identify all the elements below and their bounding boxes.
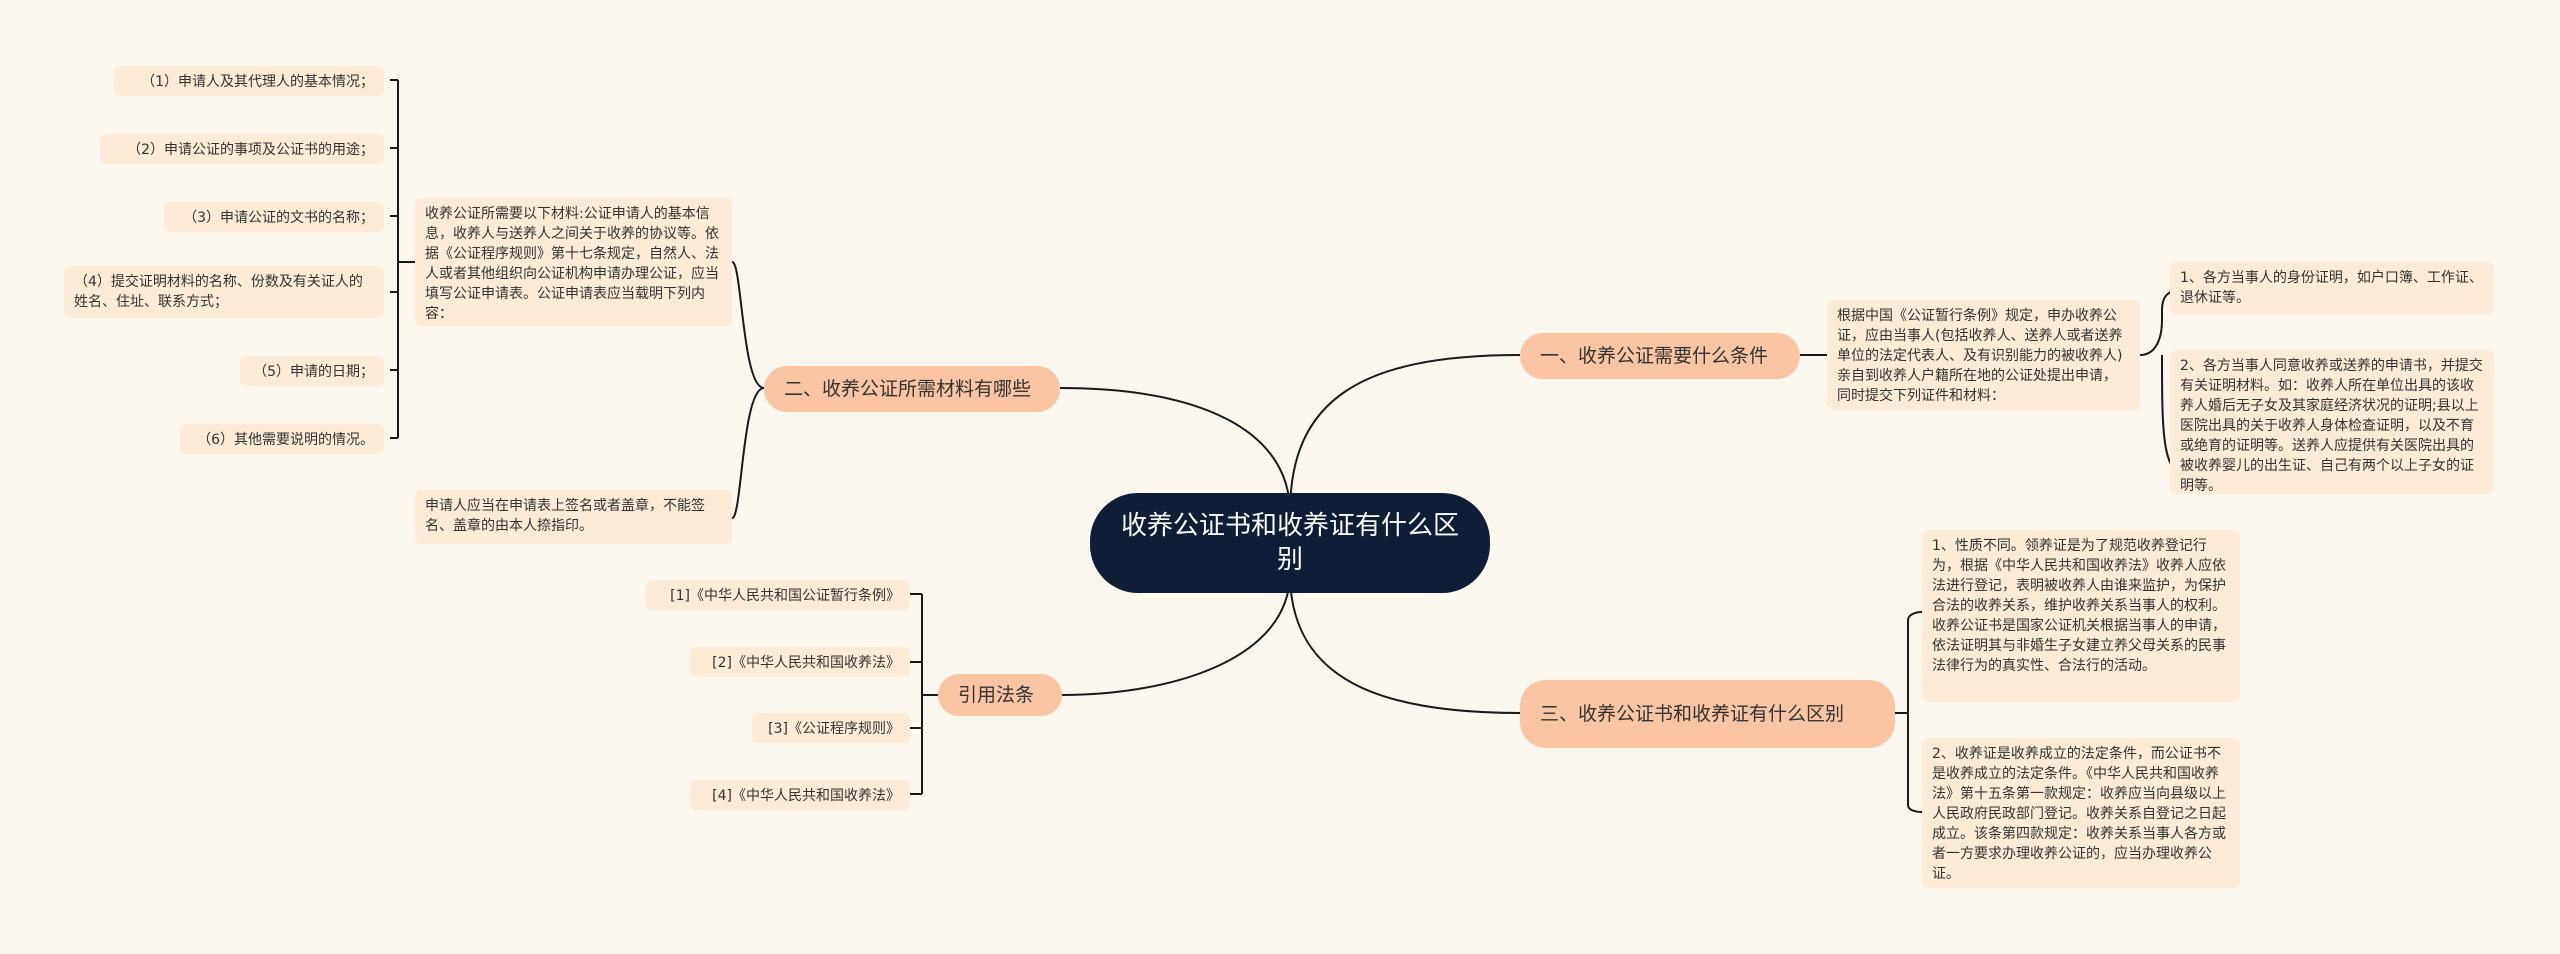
citation-1[interactable]: [1]《中华人民共和国公证暂行条例》: [646, 580, 910, 610]
root-title: 收养公证书和收养证有什么区别: [1120, 511, 1459, 575]
branch-materials-item-6[interactable]: （6）其他需要说明的情况。: [180, 424, 384, 454]
branch-materials-item-3[interactable]: （3）申请公证的文书的名称；: [164, 202, 384, 232]
link-root-branch2: [1059, 387, 1291, 514]
branch-differences-item-2[interactable]: 2、收养证是收养成立的法定条件，而公证书不是收养成立的法定条件。《中华人民共和国…: [1922, 738, 2240, 888]
branch-conditions-label: 一、收养公证需要什么条件: [1540, 345, 1769, 367]
branch-citations[interactable]: 引用法条: [938, 674, 1062, 716]
citation-2[interactable]: [2]《中华人民共和国收养法》: [690, 647, 910, 677]
branch-materials-item-2[interactable]: （2）申请公证的事项及公证书的用途；: [100, 134, 384, 164]
branch-materials-intro[interactable]: 收养公证所需要以下材料:公证申请人的基本信息，收养人与送养人之间关于收养的协议等…: [415, 198, 732, 326]
branch-differences-label: 三、收养公证书和收养证有什么区别: [1540, 703, 1845, 725]
branch-materials-item-5[interactable]: （5）申请的日期；: [240, 356, 384, 386]
link-branch4-items: [910, 593, 938, 795]
branch-materials-note[interactable]: 申请人应当在申请表上签名或者盖章，不能签名、盖章的由本人捺指印。: [415, 490, 732, 544]
root-topic[interactable]: 收养公证书和收养证有什么区别: [1090, 493, 1490, 593]
link-intro2-items: [390, 79, 415, 439]
link-root-branch3: [1289, 572, 1521, 714]
citation-3[interactable]: [3]《公证程序规则》: [752, 713, 910, 743]
branch-materials-label: 二、收养公证所需材料有哪些: [784, 378, 1032, 400]
link-root-branch4: [1061, 572, 1291, 696]
branch-conditions-item-2[interactable]: 2、各方当事人同意收养或送养的申请书，并提交有关证明材料。如：收养人所在单位出具…: [2170, 350, 2494, 494]
branch-materials-item-1[interactable]: （1）申请人及其代理人的基本情况；: [114, 66, 384, 96]
branch-conditions[interactable]: 一、收养公证需要什么条件: [1520, 333, 1800, 379]
branch-materials[interactable]: 二、收养公证所需材料有哪些: [764, 366, 1060, 412]
branch-citations-label: 引用法条: [958, 684, 1035, 706]
branch-materials-item-4[interactable]: （4）提交证明材料的名称、份数及有关证人的姓名、住址、联系方式；: [64, 266, 384, 318]
branch-differences[interactable]: 三、收养公证书和收养证有什么区别: [1520, 680, 1895, 748]
branch-differences-item-1[interactable]: 1、性质不同。领养证是为了规范收养登记行为，根据《中华人民共和国收养法》收养人应…: [1922, 530, 2240, 702]
link-branch2-note: [731, 387, 765, 520]
citation-4[interactable]: [4]《中华人民共和国收养法》: [690, 780, 910, 810]
branch-conditions-item-1[interactable]: 1、各方当事人的身份证明，如户口簿、工作证、退休证等。: [2170, 262, 2494, 314]
link-branch2-intro: [731, 260, 765, 389]
link-root-branch1: [1289, 354, 1521, 514]
branch-conditions-intro[interactable]: 根据中国《公证暂行条例》规定，申办收养公证，应由当事人(包括收养人、送养人或者送…: [1827, 300, 2140, 410]
link-branch3-items: [1895, 611, 1923, 813]
